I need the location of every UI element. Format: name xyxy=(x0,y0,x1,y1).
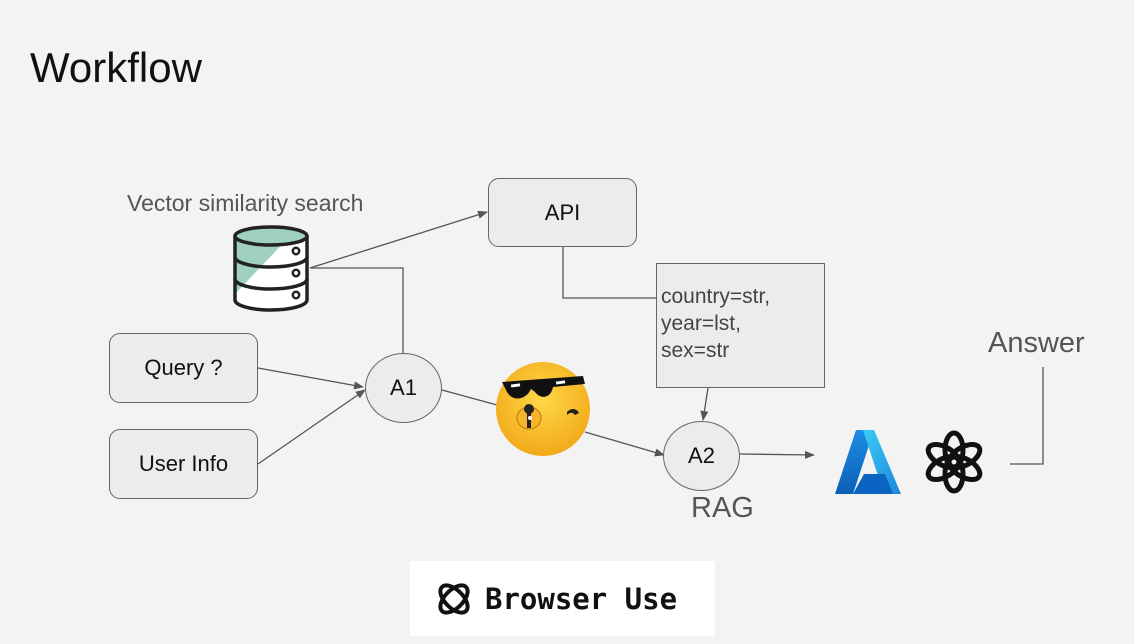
browser-use-logo-icon xyxy=(438,582,470,615)
database-icon xyxy=(233,225,309,312)
a2-node: A2 xyxy=(663,421,740,491)
api-node: API xyxy=(488,178,637,247)
query-node: Query ? xyxy=(109,333,258,403)
edge-a2-to-providers xyxy=(739,450,815,459)
edge-db-to-api xyxy=(309,210,488,269)
edge-answer-bracket xyxy=(1010,367,1044,465)
edge-agent-to-a2 xyxy=(584,431,665,457)
azure-logo-icon xyxy=(835,430,901,494)
vector-search-label: Vector similarity search xyxy=(127,190,364,216)
edge-userinfo-to-a1 xyxy=(257,389,366,465)
a1-node: A1 xyxy=(365,353,442,423)
edge-api-to-params xyxy=(562,247,656,299)
param-sex: sex=str xyxy=(661,339,730,362)
edge-db-to-a1 xyxy=(310,267,404,353)
user-info-label: User Info xyxy=(138,451,229,476)
browser-use-brand: Browser Use xyxy=(410,561,715,636)
browser-use-text: Browser Use xyxy=(485,581,678,616)
query-label: Query ? xyxy=(144,355,223,380)
api-label: API xyxy=(544,199,581,225)
openai-logo-icon xyxy=(925,430,983,494)
a1-label: A1 xyxy=(390,375,417,400)
param-country: country=str, xyxy=(661,285,771,308)
edge-query-to-a1 xyxy=(257,367,364,390)
param-year: year=lst, xyxy=(661,312,741,335)
page-title: Workflow xyxy=(30,44,202,91)
a2-label: A2 xyxy=(688,443,715,468)
answer-label: Answer xyxy=(988,327,1085,359)
edge-a1-to-agent xyxy=(441,389,498,406)
user-info-node: User Info xyxy=(109,429,258,499)
params-box: country=str, year=lst, sex=str xyxy=(656,263,825,388)
sunglasses-emoji-icon xyxy=(496,362,590,456)
rag-label: RAG xyxy=(691,492,754,524)
edge-params-to-a2 xyxy=(700,387,709,421)
